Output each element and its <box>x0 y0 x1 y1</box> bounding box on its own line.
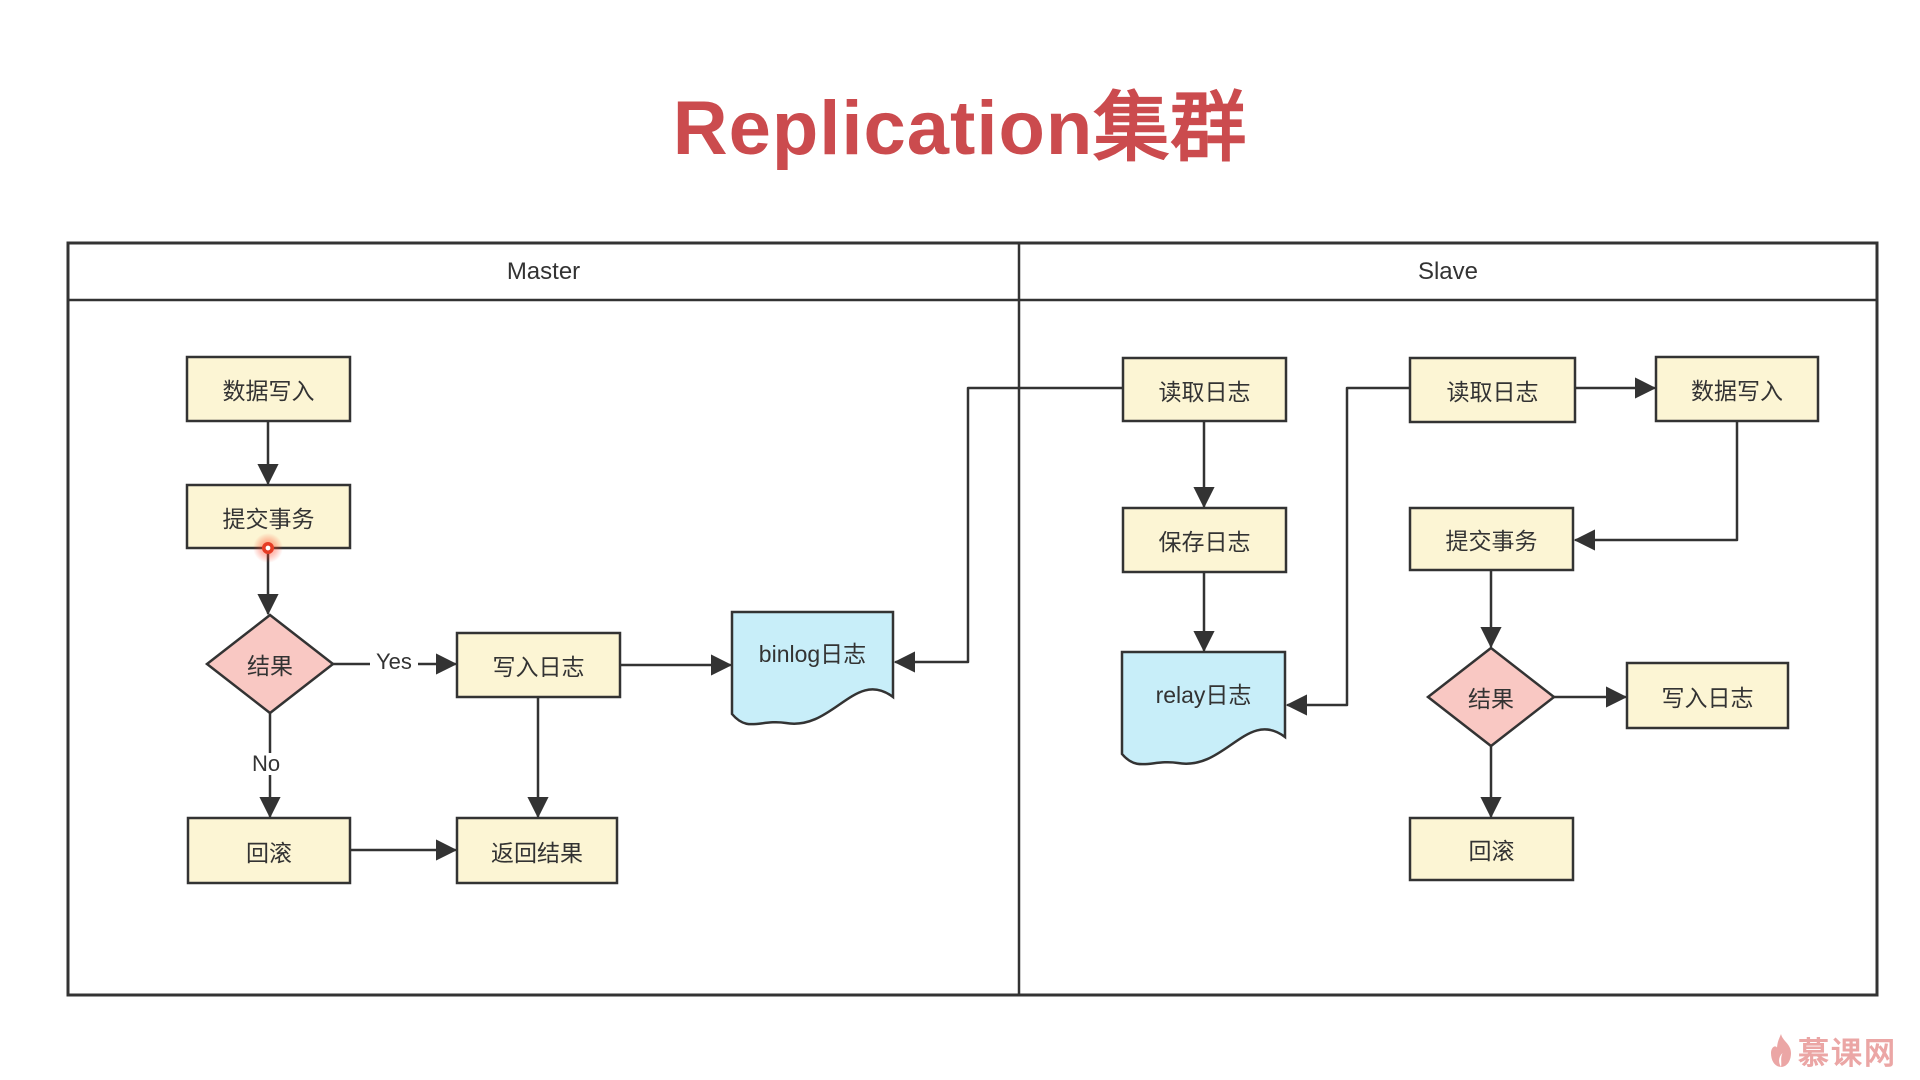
node-slave-read-log-io-shape <box>1121 356 1288 423</box>
edge-slave-readlog-binlog <box>893 386 1125 673</box>
node-slave-read-log-sql-label: 读取日志 <box>1446 379 1539 405</box>
node-master-return-result-label: 返回结果 <box>491 839 583 866</box>
node-slave-read-log-sql-shape <box>1408 356 1577 424</box>
page-title: Replication集群 <box>672 86 1248 171</box>
node-master-result-label: 结果 <box>247 653 293 679</box>
edge-slave-readlogsql-relaylog <box>1285 386 1412 716</box>
node-slave-write-data-label: 数据写入 <box>1691 378 1783 404</box>
swimlane-frame <box>66 241 1879 997</box>
cursor-click-indicator <box>253 533 283 563</box>
node-slave-rollback-label: 回滚 <box>1468 838 1515 864</box>
node-master-write-log-shape <box>455 631 622 699</box>
node-slave-result-diamond-shape <box>1425 646 1557 748</box>
node-master-rollback-label: 回滚 <box>246 839 292 866</box>
node-slave-rollback-shape <box>1408 816 1575 882</box>
watermark-brand-text: 慕课网 <box>1798 1036 1897 1071</box>
node-slave-result-label: 结果 <box>1468 686 1514 712</box>
node-relay-log-document-shape <box>1120 650 1287 766</box>
lane-header-slave: Slave <box>1417 257 1479 285</box>
node-relay-log-label: relay日志 <box>1155 682 1252 708</box>
node-slave-commit-tx-shape <box>1408 506 1575 572</box>
node-slave-commit-tx-label: 提交事务 <box>1445 528 1538 554</box>
edge-slave-writedata-committx <box>1573 419 1739 551</box>
node-master-write-log-label: 写入日志 <box>492 654 585 680</box>
node-slave-save-log-shape <box>1121 506 1288 574</box>
node-master-write-data-label: 数据写入 <box>222 378 315 404</box>
lane-header-master: Master <box>506 257 581 285</box>
node-slave-write-data-shape <box>1654 355 1820 423</box>
edge-label-no: No <box>246 753 287 775</box>
node-master-result-diamond-shape <box>204 613 336 715</box>
watermark-imooc: 慕课网 <box>1768 1028 1897 1073</box>
node-master-return-result-shape <box>455 816 619 885</box>
node-slave-write-log-shape <box>1625 661 1790 730</box>
node-binlog-document-shape <box>730 610 895 726</box>
flame-icon <box>1771 1033 1791 1067</box>
node-master-commit-tx-label: 提交事务 <box>222 505 315 532</box>
node-binlog-label: binlog日志 <box>758 641 867 667</box>
node-master-rollback-shape <box>186 816 352 885</box>
node-slave-save-log-label: 保存日志 <box>1158 529 1251 555</box>
node-master-write-data-shape <box>185 355 352 423</box>
edge-label-yes: Yes <box>370 651 418 673</box>
node-slave-read-log-io-label: 读取日志 <box>1158 378 1251 405</box>
node-slave-write-log-label: 写入日志 <box>1661 684 1754 711</box>
